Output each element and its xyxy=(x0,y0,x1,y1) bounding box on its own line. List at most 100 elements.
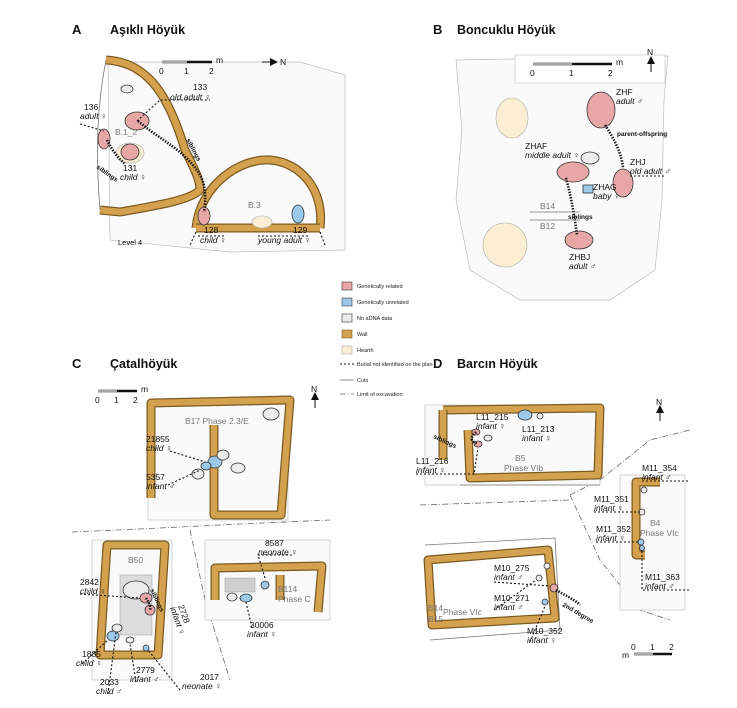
burial-2728 xyxy=(144,604,156,616)
burial-desc-M10_271: infant ♂ xyxy=(494,602,524,612)
burial-129 xyxy=(291,204,305,224)
burial-desc-21855: child ♀ xyxy=(146,443,172,453)
building-label-b5: B5 xyxy=(515,453,526,463)
burial-no-data xyxy=(216,449,230,461)
burial-L11_213 xyxy=(517,409,533,421)
burial-desc-2779: infant ♂ xyxy=(130,674,160,684)
svg-text:Limit of excavation: Limit of excavation xyxy=(357,392,403,398)
svg-text:Cuts: Cuts xyxy=(357,378,369,384)
svg-text:m: m xyxy=(216,55,223,65)
burial-ZHAF xyxy=(556,161,590,183)
leader-5357 xyxy=(167,469,201,486)
burial-no-data xyxy=(543,562,551,570)
svg-text:Genetically unrelated: Genetically unrelated xyxy=(357,300,409,306)
burial-131 xyxy=(120,143,140,161)
leader-M10_352 xyxy=(529,605,546,643)
svg-text:0: 0 xyxy=(530,68,535,78)
relation-line-siblings-b xyxy=(564,177,579,236)
building-label-b3: B.3 xyxy=(248,200,261,210)
burial-136 xyxy=(97,128,111,150)
wall-b3-fill xyxy=(192,156,324,229)
relation-line-siblings-d xyxy=(470,431,479,446)
legend-item-genetically-unrelated: Genetically unrelated xyxy=(341,297,409,307)
burial-desc-2017: neonate ♀ xyxy=(182,681,221,691)
svg-text:No aDNA data: No aDNA data xyxy=(357,316,393,322)
north-arrow-b: N xyxy=(647,47,655,72)
wall-b5-fill xyxy=(442,404,604,482)
building-label-b14: B14 xyxy=(540,201,555,211)
wall-b114-fill xyxy=(211,562,326,613)
north-arrow-d: N xyxy=(656,397,664,421)
leader-8587 xyxy=(257,554,292,579)
burial-id-M10_271: M10_271 xyxy=(494,593,530,603)
burial-desc-M11_352: infant ♀ xyxy=(596,533,626,543)
svg-text:0: 0 xyxy=(631,642,636,652)
burial-desc-1885: child ♀ xyxy=(76,658,102,668)
legend-item-burial-not-identified: Burial not identified on the plan xyxy=(340,362,433,368)
leader-30006 xyxy=(245,601,253,629)
north-arrow-a: N xyxy=(262,57,286,67)
limit-b1-2 xyxy=(97,59,107,211)
burial-desc-M11_354: infant ♂ xyxy=(642,472,672,482)
panel-c-title: Çatalhöyük xyxy=(110,357,177,371)
hearth xyxy=(495,97,529,139)
legend-item-wall: Wall xyxy=(341,329,368,339)
burial-id-133: 133 xyxy=(193,82,207,92)
burial-id-2842: 2842 xyxy=(80,577,99,587)
burial-desc-M11_351: infant ♀ xyxy=(594,503,624,513)
svg-text:m: m xyxy=(141,384,148,394)
svg-text:N: N xyxy=(311,384,317,394)
burial-desc-131: child ♀ xyxy=(120,172,146,182)
building-label-b4: B4 xyxy=(650,518,661,528)
burial-id-ZHF: ZHF xyxy=(616,87,633,97)
leader-2779 xyxy=(129,643,137,683)
legend-item-genetically-related: Genetically related xyxy=(341,281,403,291)
legend-item-no-adna-data: No aDNA data xyxy=(341,313,393,323)
panel-a: A Aşıklı Höyük B.1_2 B.3 siblings siblin… xyxy=(72,22,346,253)
burial-id-M11_351: M11_351 xyxy=(594,494,629,504)
legend-item-cuts: Cuts xyxy=(340,378,369,384)
north-arrow-c: N xyxy=(311,384,319,408)
burial-desc-133: old adult ♀ xyxy=(170,92,211,102)
relation-line-siblings-a2 xyxy=(137,120,207,213)
burial-desc-30006: infant ♀ xyxy=(247,629,277,639)
burial-id-M11_354: M11_354 xyxy=(642,463,677,473)
leader-M10_271 xyxy=(493,579,537,611)
burial-desc-2842: child ♀ xyxy=(80,586,106,596)
burial-M11_352 xyxy=(637,538,645,546)
burial-desc-M10_352: infant ♀ xyxy=(527,635,557,645)
burial-id-M10_352: M10_352 xyxy=(527,626,563,636)
burial-id-128: 128 xyxy=(204,225,218,235)
burial-desc-128: child ♀ xyxy=(200,235,226,245)
leader-M10_275 xyxy=(493,581,551,587)
svg-text:Wall: Wall xyxy=(357,332,368,338)
leader-M11_363 xyxy=(641,551,690,591)
leader-L11_216 xyxy=(416,447,479,475)
burial-30006 xyxy=(239,593,253,603)
panel-b-letter: B xyxy=(433,22,442,37)
burial-id-ZHAF: ZHAF xyxy=(525,141,547,151)
panel-d-title: Barcın Höyük xyxy=(457,357,538,371)
svg-text:N: N xyxy=(647,47,653,57)
wall-b4-fill xyxy=(632,478,660,559)
burial-desc-M10_275: infant ♂ xyxy=(494,572,524,582)
burial-id-L11_215: L11_215 xyxy=(476,412,509,422)
burial-id-M10_275: M10_275 xyxy=(494,563,530,573)
scale-bar-c: 0 1 2 m xyxy=(95,384,148,405)
wall-b1-2-fill xyxy=(99,56,204,216)
scale-bar-d: 0 1 2 m xyxy=(622,642,674,660)
relation-label-parent-offspring: parent-offspring xyxy=(617,131,667,138)
burial-1885 xyxy=(106,630,120,642)
svg-text:m: m xyxy=(622,650,629,660)
building-label-b15: B15 xyxy=(428,614,443,624)
burial-id-136: 136 xyxy=(84,102,98,112)
svg-text:1: 1 xyxy=(184,66,189,76)
b4-floor xyxy=(619,474,686,611)
burial-id-ZHJ: ZHJ xyxy=(630,157,646,167)
burial-M10_271 xyxy=(535,574,543,582)
burial-id-2779: 2779 xyxy=(136,665,155,675)
building-label-b114: B114 xyxy=(278,584,297,594)
burial-5357 xyxy=(200,461,212,471)
legend-item-limit-of-excavation: Limit of excavation xyxy=(340,392,403,398)
